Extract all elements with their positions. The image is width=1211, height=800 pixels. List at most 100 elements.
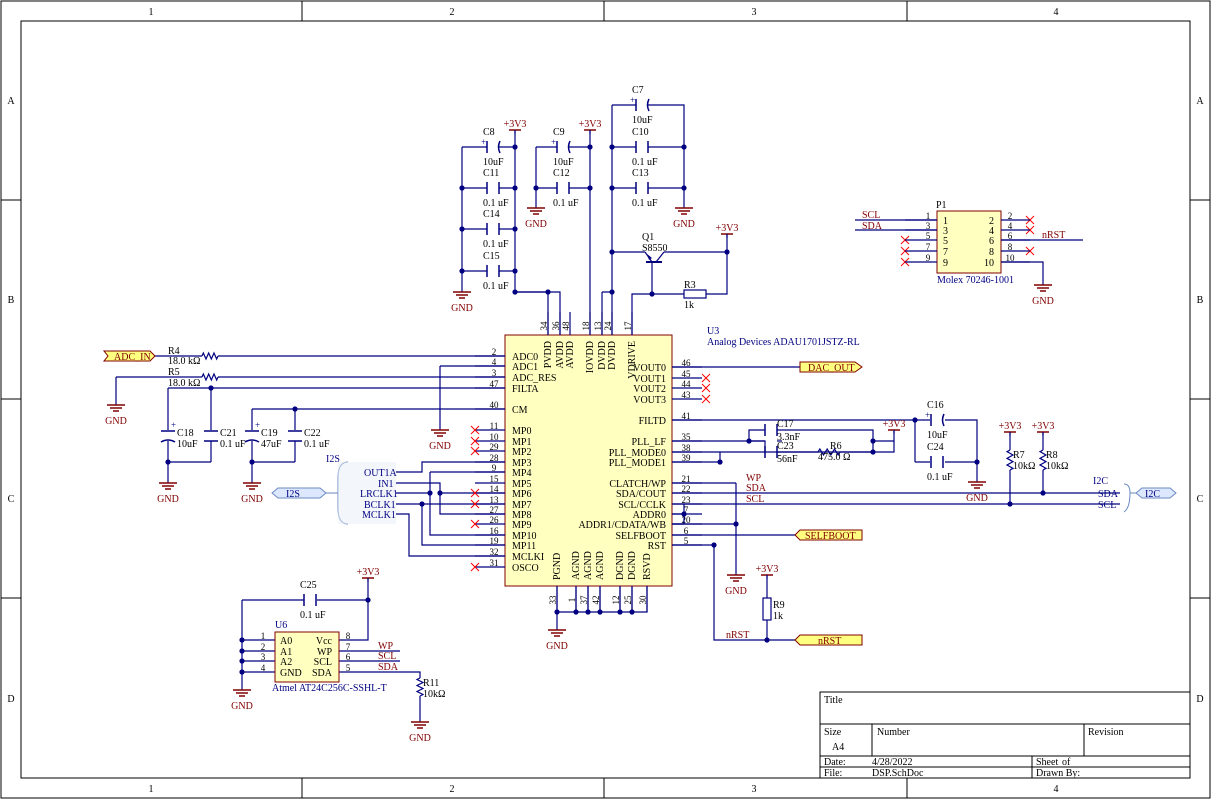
- row-label: D: [1196, 694, 1203, 705]
- junction-dot: [512, 185, 518, 191]
- junction-dot: [512, 144, 518, 150]
- u3-part: Analog Devices ADAU1701JSTZ-RL: [707, 337, 860, 348]
- power-3v3-symbol: +3V3: [883, 419, 906, 434]
- junction-dot: [587, 144, 593, 150]
- svg-text:13: 13: [490, 495, 500, 505]
- junction-dot: [545, 289, 551, 295]
- svg-text:VOUT2: VOUT2: [633, 384, 666, 395]
- svg-text:6: 6: [346, 652, 351, 662]
- port-dac-out[interactable]: DAC_OUT: [799, 361, 863, 374]
- svg-text:SELFBOOT: SELFBOOT: [615, 531, 666, 542]
- harness-i2s[interactable]: I2S: [271, 461, 396, 525]
- ports: ADC_IN DAC_OUT SELFBOOT nRST I2S I2C: [102, 350, 1177, 647]
- row-label: B: [1197, 295, 1204, 306]
- svg-text:RST: RST: [648, 541, 666, 552]
- junction-dot: [681, 185, 687, 191]
- svg-text:C21: C21: [220, 428, 237, 439]
- svg-text:21: 21: [682, 474, 691, 484]
- port-selfboot[interactable]: SELFBOOT: [794, 529, 863, 542]
- svg-text:31: 31: [490, 558, 499, 568]
- p1-pin-2: 22: [989, 211, 1030, 227]
- svg-text:I2S: I2S: [286, 489, 300, 500]
- date-label: Date:: [824, 757, 846, 768]
- junction-dot: [746, 438, 752, 444]
- junction-dot: [629, 609, 635, 615]
- junction-dot: [533, 185, 539, 191]
- svg-text:10uF: 10uF: [177, 439, 198, 450]
- junction-dot: [459, 226, 465, 232]
- svg-text:3: 3: [926, 221, 931, 231]
- svg-text:5: 5: [346, 663, 351, 673]
- svg-text:MP5: MP5: [512, 479, 531, 490]
- svg-text:18.0 kΩ: 18.0 kΩ: [168, 378, 200, 389]
- size-value: A4: [832, 742, 844, 753]
- u6-part: Atmel AT24C256C-SSHL-T: [272, 683, 387, 694]
- sheet-of: of: [1062, 757, 1071, 768]
- svg-text:25: 25: [623, 595, 633, 605]
- svg-text:C11: C11: [483, 168, 499, 179]
- svg-text:19: 19: [490, 536, 500, 546]
- junction-dot: [681, 144, 687, 150]
- file-value: DSP.SchDoc: [872, 768, 924, 779]
- p1-part: Molex 70246-1001: [937, 275, 1014, 286]
- ground-symbol: GND: [725, 574, 747, 597]
- svg-text:23: 23: [682, 495, 692, 505]
- svg-text:10uF: 10uF: [927, 430, 948, 441]
- junction-dot: [459, 268, 465, 274]
- svg-text:AGND: AGND: [571, 551, 582, 580]
- port-adc-in[interactable]: ADC_IN: [102, 350, 156, 363]
- col-label: 3: [752, 7, 757, 18]
- svg-text:3.3nF: 3.3nF: [777, 432, 801, 443]
- junction-dot: [609, 249, 615, 255]
- svg-text:R3: R3: [684, 280, 696, 291]
- svg-text:MP6: MP6: [512, 489, 531, 500]
- svg-text:56nF: 56nF: [777, 454, 798, 465]
- svg-text:0.1 uF: 0.1 uF: [483, 198, 509, 209]
- junction-dot: [724, 249, 730, 255]
- date-value: 4/28/2022: [872, 757, 913, 768]
- svg-text:PGND: PGND: [552, 553, 563, 580]
- svg-text:18: 18: [581, 321, 591, 331]
- u3-body: [504, 334, 673, 587]
- harness-i2c[interactable]: I2C: [1123, 483, 1177, 513]
- port-nrst[interactable]: nRST: [794, 634, 863, 647]
- svg-text:7: 7: [346, 642, 351, 652]
- junction-dot: [239, 648, 245, 654]
- svg-text:43: 43: [682, 390, 692, 400]
- svg-text:35: 35: [682, 432, 692, 442]
- svg-text:1: 1: [261, 631, 266, 641]
- junction-dot: [609, 185, 615, 191]
- svg-text:12: 12: [611, 596, 621, 605]
- no-connect-marker: [470, 446, 480, 456]
- svg-text:C10: C10: [632, 127, 649, 138]
- junction-dot: [649, 291, 655, 297]
- svg-text:GND: GND: [673, 219, 695, 230]
- svg-text:DGND: DGND: [627, 551, 638, 580]
- svg-text:+: +: [481, 137, 486, 147]
- col-label: 4: [1054, 7, 1059, 18]
- net-mclk1: MCLK1: [362, 510, 396, 521]
- row-label: B: [8, 295, 15, 306]
- svg-text:0.1 uF: 0.1 uF: [927, 472, 953, 483]
- svg-text:GND: GND: [451, 303, 473, 314]
- svg-text:+3V3: +3V3: [579, 119, 602, 130]
- svg-text:+3V3: +3V3: [883, 419, 906, 430]
- p1-net-nrst: nRST: [1042, 230, 1065, 241]
- junction-dot: [239, 637, 245, 643]
